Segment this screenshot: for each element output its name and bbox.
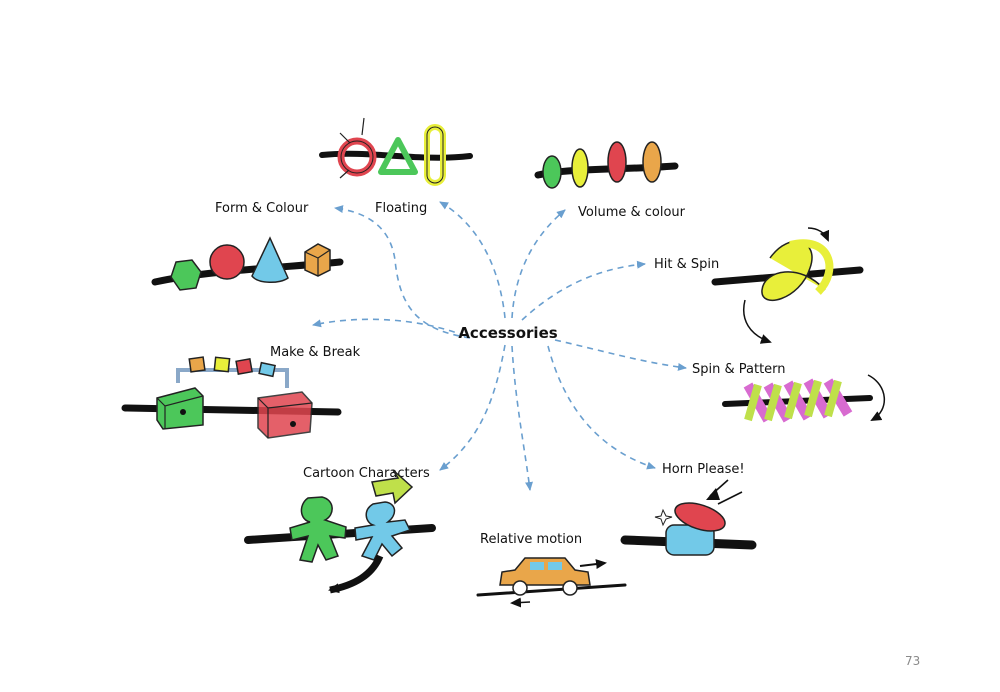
hit-spin-illustration [711,227,864,344]
connector-volume-colour [511,209,566,319]
form-colour-illustration [151,236,344,291]
connector-floating [439,201,506,319]
connector-cartoon [439,344,506,471]
label-hit-spin: Hit & Spin [654,257,719,272]
connectors [312,201,687,491]
connector-hit-spin [521,260,646,321]
label-volume-colour: Volume & colour [578,205,686,220]
cartoon-illustration [244,469,436,594]
label-relative-motion: Relative motion [480,532,582,547]
horn-illustration [620,479,757,556]
page-number: 73 [905,654,920,668]
label-horn-please: Horn Please! [662,462,745,477]
label-make-break: Make & Break [270,345,361,360]
connector-spin-pattern [554,339,687,371]
make-break-illustration [121,356,342,439]
connector-relative-motion [511,345,533,491]
label-spin-pattern: Spin & Pattern [692,362,786,377]
relative-motion-illustration [476,557,627,608]
label-floating: Floating [375,201,427,216]
connector-form-colour [334,205,471,339]
connector-horn [547,345,656,470]
spin-pattern-illustration [722,374,886,423]
label-form-colour: Form & Colour [215,201,309,216]
volume-colour-illustration [534,141,679,189]
connector-make-break [312,318,466,337]
floating-illustration [319,117,473,186]
center-label: Accessories [458,324,557,342]
label-cartoon-characters: Cartoon Characters [303,466,430,481]
